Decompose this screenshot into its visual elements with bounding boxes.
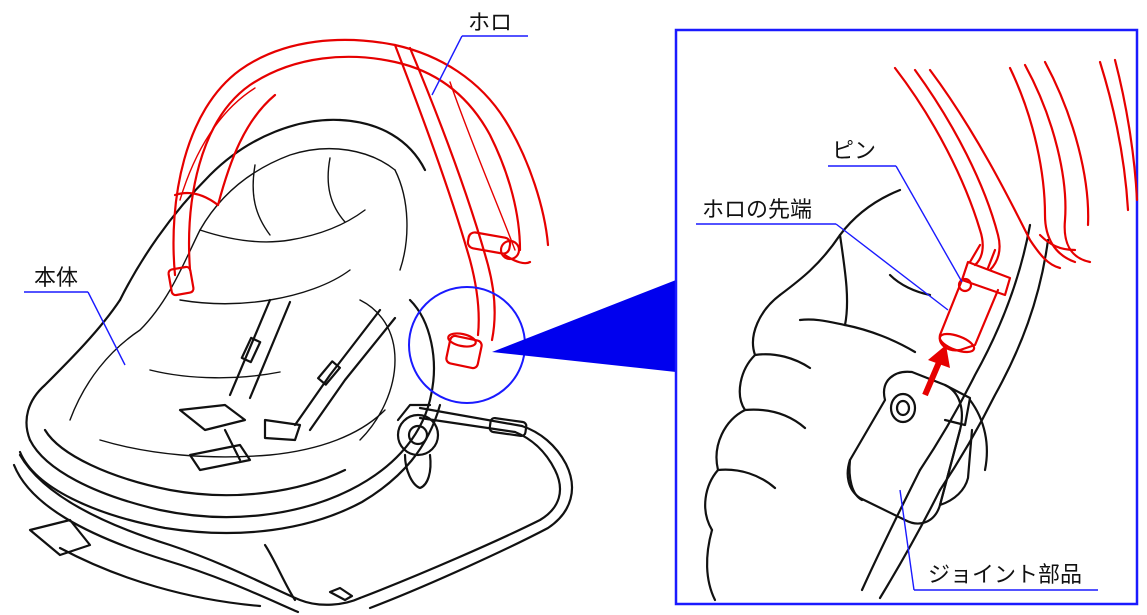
detail-panel-border [674,28,1139,606]
callout-wedge [492,280,676,372]
label-pin-text: ピン [832,139,876,164]
recline-knob [396,403,440,490]
harness [178,298,397,472]
label-joint-part: ジョイント部品 [899,489,1098,591]
label-body: 本体 [24,266,126,366]
joint-part [846,370,974,525]
label-joint-part-text: ジョイント部品 [928,563,1082,588]
detail-callout-circle [408,286,526,404]
seat-cushion [69,148,408,458]
hood [167,38,550,370]
seat-shell [18,118,442,535]
label-hood-tip-text: ホロの先端 [702,198,812,223]
label-body-text: 本体 [34,266,78,291]
hood-arm-detail [893,58,1139,354]
red-up-arrow-icon [922,345,950,397]
detail-illustration [704,58,1139,602]
label-hood: ホロ [431,11,528,96]
label-pin: ピン [828,139,963,283]
label-hood-tip: ホロの先端 [696,198,949,311]
bouncer-illustration [12,38,574,614]
label-hood-text: ホロ [468,11,512,36]
base-frame [12,406,574,614]
